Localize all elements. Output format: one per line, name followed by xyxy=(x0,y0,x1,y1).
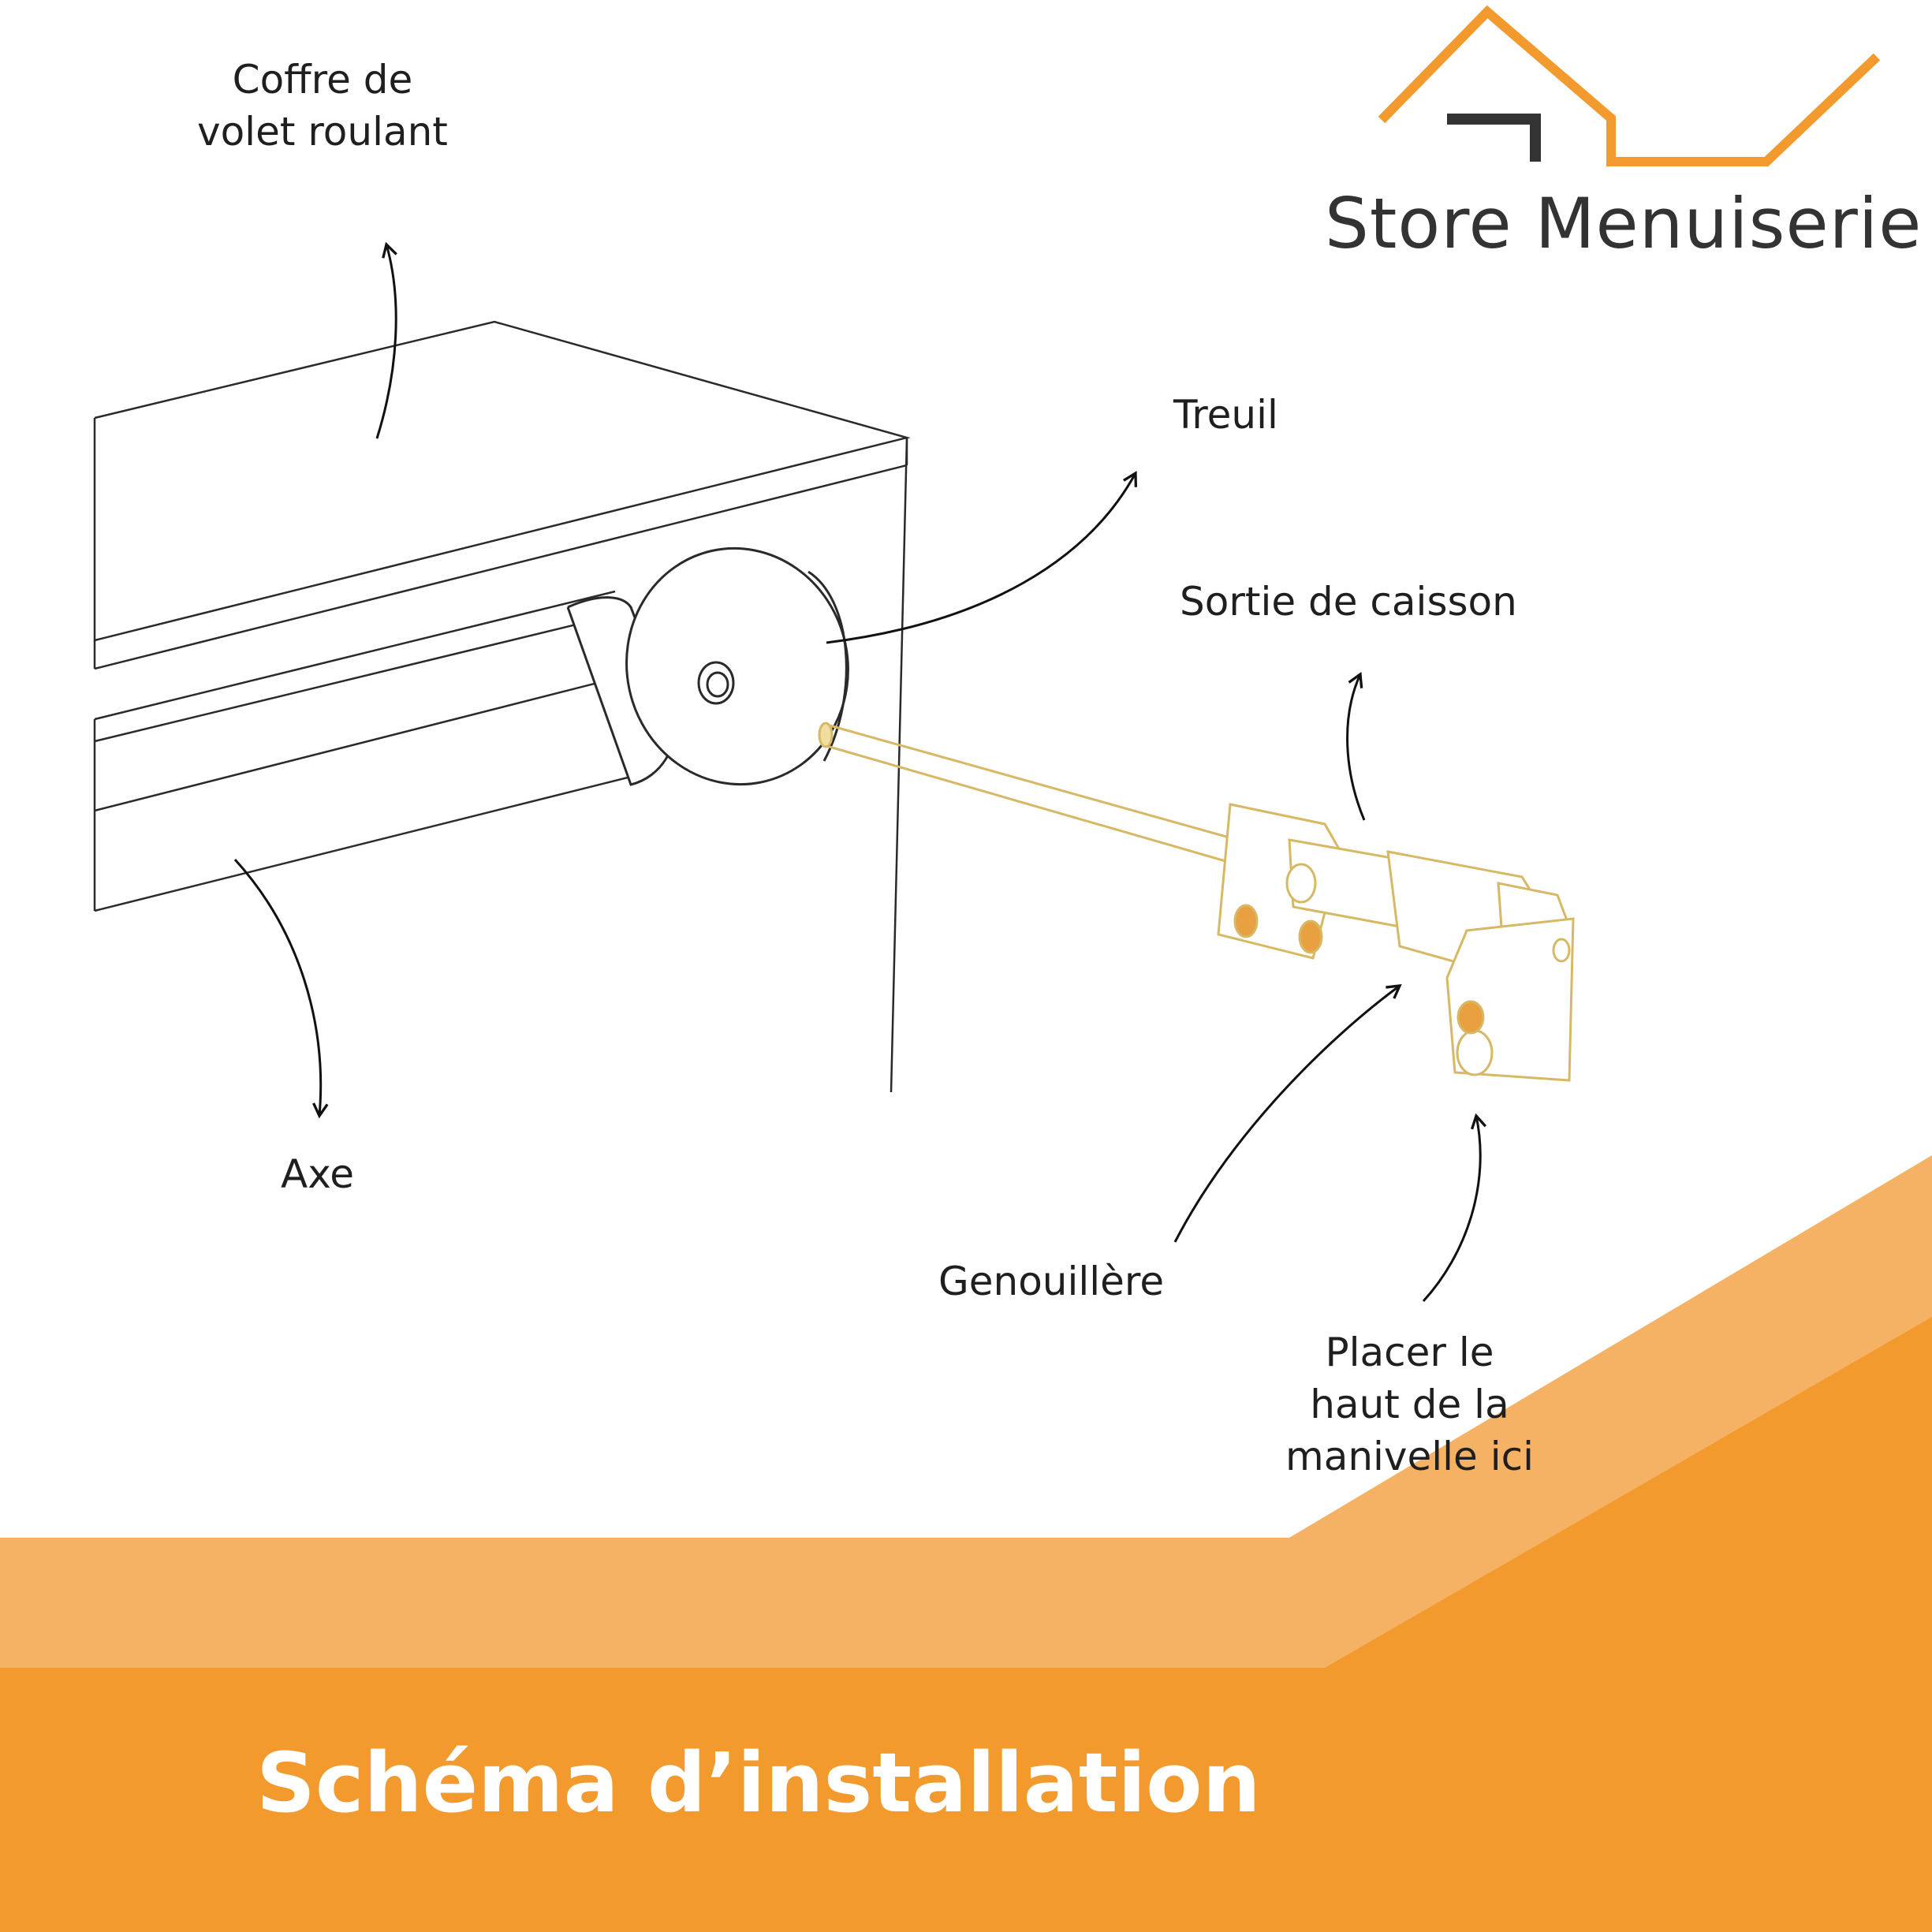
label-treuil: Treuil xyxy=(1173,392,1278,438)
label-coffre: Coffre de volet roulant xyxy=(197,57,448,155)
shaft xyxy=(818,722,1247,867)
arrow-coffre xyxy=(375,241,397,439)
arrow-treuil xyxy=(826,471,1137,644)
brand-name: Store Menuiserie xyxy=(1325,183,1923,264)
footer-title: Schéma d’installation xyxy=(256,1735,1261,1831)
callout-arrows xyxy=(233,241,1487,1303)
knee-joint xyxy=(1217,803,1575,1082)
label-axe: Axe xyxy=(281,1151,355,1197)
arrow-sortie xyxy=(1346,671,1366,821)
label-sortie: Sortie de caisson xyxy=(1180,579,1517,625)
shutter-box xyxy=(93,320,911,1093)
label-manivelle: Placer le haut de la manivelle ici xyxy=(1285,1330,1534,1479)
arrow-genouillere xyxy=(1173,984,1402,1243)
arrow-axe xyxy=(233,858,329,1119)
footer-band-dark xyxy=(0,1317,1932,1932)
label-genouillere: Genouillère xyxy=(938,1259,1165,1304)
arrow-manivelle xyxy=(1422,1113,1487,1303)
house-roofline-icon xyxy=(1378,5,1881,166)
winch xyxy=(566,546,849,786)
